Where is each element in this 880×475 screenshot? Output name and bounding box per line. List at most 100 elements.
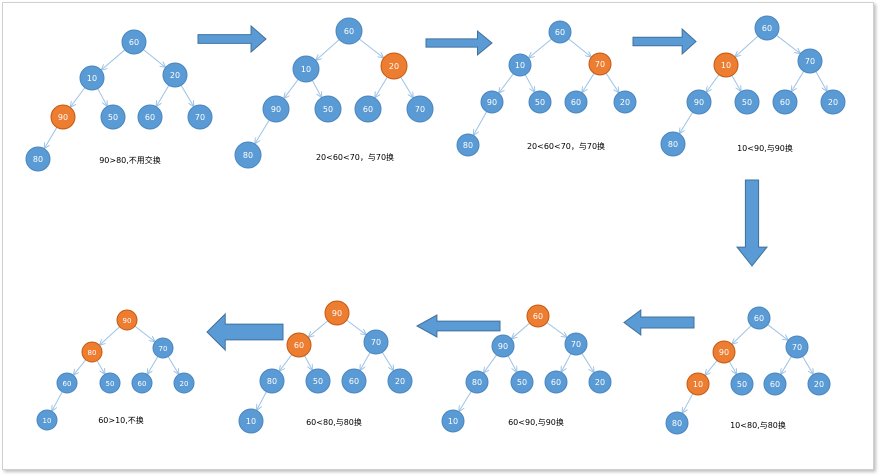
tree-edge xyxy=(148,356,159,374)
flow-arrow-7 xyxy=(206,312,284,352)
tree-edge xyxy=(767,324,788,340)
tree-node xyxy=(99,372,121,394)
tree-node xyxy=(613,90,637,114)
node-label: 80 xyxy=(33,155,43,164)
tree-node xyxy=(588,52,612,76)
node-label: 50 xyxy=(313,377,323,386)
node-label: 70 xyxy=(792,343,802,352)
node-label: 50 xyxy=(742,98,752,107)
node-label: 60 xyxy=(344,27,354,36)
tree-node xyxy=(387,368,413,394)
node-label: 60 xyxy=(762,24,772,33)
tree-node xyxy=(79,65,105,91)
tree-node xyxy=(137,104,163,130)
tree-edge xyxy=(96,360,104,374)
tree-edge xyxy=(309,320,329,337)
node-label: 50 xyxy=(106,380,115,388)
tree-node xyxy=(173,372,195,394)
tree-node xyxy=(528,90,552,114)
node-label: 80 xyxy=(267,377,277,386)
tree-edge xyxy=(316,39,340,60)
tree-edge xyxy=(524,74,534,92)
node-label: 90 xyxy=(487,98,497,107)
tree-node xyxy=(820,89,846,115)
tree-edge xyxy=(605,72,618,92)
tree-node xyxy=(544,370,568,394)
tree-edge xyxy=(792,70,805,91)
tree-edge xyxy=(582,73,595,92)
node-label: 80 xyxy=(668,140,678,149)
tree-edge xyxy=(74,359,87,375)
tree-node xyxy=(526,304,550,328)
tree-node xyxy=(406,95,434,123)
tree-node xyxy=(785,335,809,359)
node-label: 60 xyxy=(551,378,561,387)
step-caption: 60>10,不换 xyxy=(98,415,144,425)
tree-node xyxy=(187,104,213,130)
node-label: 60 xyxy=(555,28,565,37)
tree-node xyxy=(314,95,342,123)
tree-edge xyxy=(736,35,759,56)
node-label: 60 xyxy=(780,98,790,107)
tree-edge xyxy=(52,391,63,411)
tree-edge xyxy=(562,353,572,372)
tree-node xyxy=(665,411,689,435)
flow-arrow-1 xyxy=(197,24,267,54)
tree-node xyxy=(324,300,350,326)
node-label: 60 xyxy=(533,312,543,321)
tree-edge xyxy=(680,111,694,133)
tree-edge xyxy=(143,49,165,67)
tree-edge xyxy=(507,355,516,372)
node-label: 20 xyxy=(620,98,630,107)
tree-node xyxy=(564,90,588,114)
node-label: 20 xyxy=(595,378,605,387)
node-label: 90 xyxy=(123,317,132,325)
node-label: 70 xyxy=(159,345,168,353)
node-label: 90 xyxy=(58,113,68,122)
tree-edge xyxy=(257,391,267,410)
tree-node xyxy=(754,15,780,41)
tree-node xyxy=(50,104,76,130)
tree-node xyxy=(100,104,126,130)
tree-node xyxy=(238,408,264,434)
tree-edge xyxy=(381,351,393,370)
node-label: 80 xyxy=(472,378,482,387)
tree-node xyxy=(259,368,285,394)
tree-node xyxy=(341,368,367,394)
node-label: 90 xyxy=(694,98,704,107)
tree-edge xyxy=(707,74,720,92)
node-label: 50 xyxy=(535,98,545,107)
tree-edge xyxy=(802,356,813,373)
node-label: 60 xyxy=(349,377,359,386)
node-label: 10 xyxy=(721,61,731,70)
tree-node xyxy=(25,146,51,172)
node-label: 80 xyxy=(88,349,97,357)
tree-edge xyxy=(167,356,178,374)
tree-node xyxy=(121,29,147,55)
tree-node xyxy=(491,334,515,358)
tree-edge xyxy=(733,325,752,344)
tree-edge xyxy=(100,326,120,345)
tree-node xyxy=(730,372,754,396)
tree-node xyxy=(456,133,480,157)
tree-edge xyxy=(728,361,736,374)
tree-node xyxy=(335,17,363,45)
node-label: 60 xyxy=(363,105,373,114)
node-label: 80 xyxy=(243,151,253,160)
node-label: 10 xyxy=(515,61,525,70)
node-label: 60 xyxy=(129,38,139,47)
flow-arrow-2 xyxy=(425,29,493,57)
tree-node xyxy=(465,370,489,394)
tree-edge xyxy=(71,87,86,107)
node-label: 90 xyxy=(271,105,281,114)
tree-edge xyxy=(157,85,170,106)
tree-edge xyxy=(360,352,371,369)
step-caption: 60<80,与80换 xyxy=(306,417,362,427)
